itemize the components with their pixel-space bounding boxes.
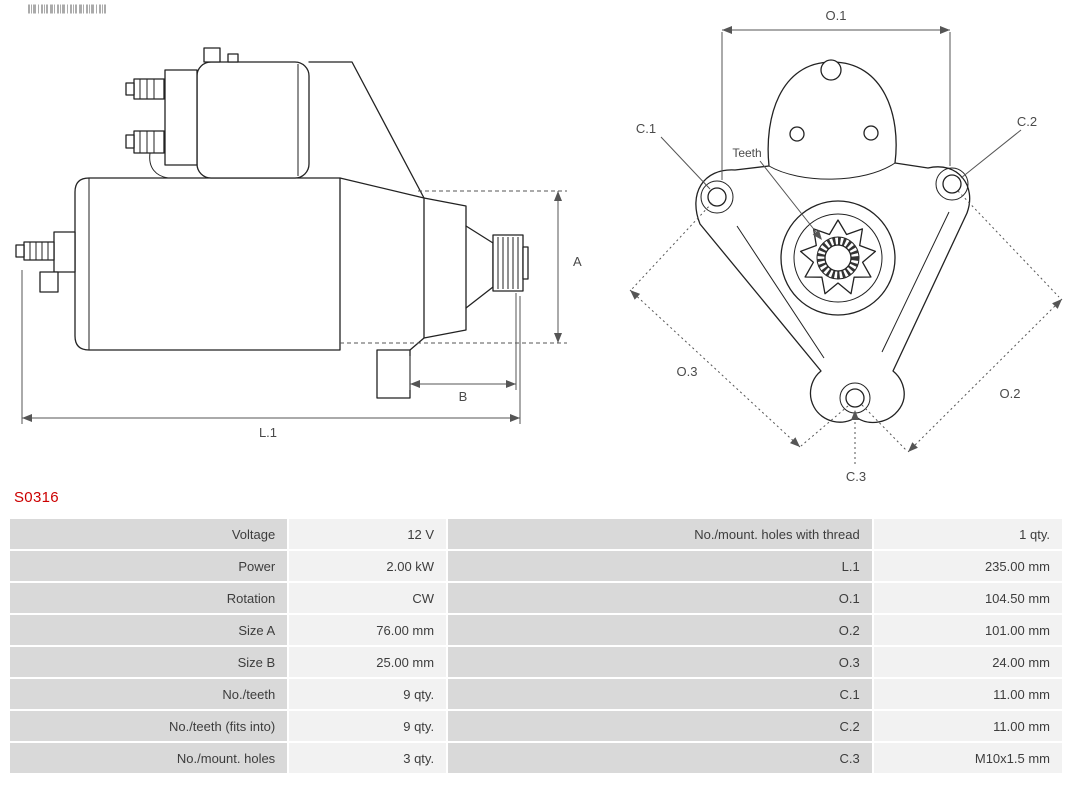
spec-value: 11.00 mm <box>873 711 1062 741</box>
table-row: No./teeth (fits into) 9 qty. C.2 11.00 m… <box>10 711 1062 741</box>
spec-label: C.1 <box>448 679 872 709</box>
spec-label: O.1 <box>448 583 872 613</box>
spec-value: 235.00 mm <box>873 551 1062 581</box>
dim-label-o1: O.1 <box>826 8 847 23</box>
spec-table: Voltage 12 V No./mount. holes with threa… <box>8 517 1064 775</box>
spec-label: C.3 <box>448 743 872 773</box>
dim-label-o3: O.3 <box>677 364 698 379</box>
dim-label-c2: C.2 <box>1017 114 1037 129</box>
spec-value: 1 qty. <box>873 519 1062 549</box>
table-row: Voltage 12 V No./mount. holes with threa… <box>10 519 1062 549</box>
spec-value: 76.00 mm <box>289 615 447 645</box>
spec-label: L.1 <box>448 551 872 581</box>
flange-front-view <box>695 59 971 424</box>
spec-label: O.3 <box>448 647 872 677</box>
spec-value: 9 qty. <box>289 679 447 709</box>
spec-value: M10x1.5 mm <box>873 743 1062 773</box>
spec-label: Voltage <box>10 519 288 549</box>
table-row: Size A 76.00 mm O.2 101.00 mm <box>10 615 1062 645</box>
spec-value: 25.00 mm <box>289 647 447 677</box>
spec-label: C.2 <box>448 711 872 741</box>
spec-label: Power <box>10 551 288 581</box>
spec-label: No./mount. holes <box>10 743 288 773</box>
table-row: Size B 25.00 mm O.3 24.00 mm <box>10 647 1062 677</box>
dim-label-c3: C.3 <box>846 469 866 484</box>
spec-label: No./teeth (fits into) <box>10 711 288 741</box>
part-code: S0316 <box>14 489 59 506</box>
spec-value: 3 qty. <box>289 743 447 773</box>
spec-value: 101.00 mm <box>873 615 1062 645</box>
spec-value: 104.50 mm <box>873 583 1062 613</box>
technical-drawing: A B L.1 <box>15 4 1063 484</box>
dim-label-teeth: Teeth <box>732 146 761 160</box>
dim-label-c1: C.1 <box>636 121 656 136</box>
table-row: No./teeth 9 qty. C.1 11.00 mm <box>10 679 1062 709</box>
spec-label: O.2 <box>448 615 872 645</box>
dim-label-b: B <box>459 389 468 404</box>
spec-label: No./teeth <box>10 679 288 709</box>
spec-value: 9 qty. <box>289 711 447 741</box>
spec-value: CW <box>289 583 447 613</box>
spec-value: 2.00 kW <box>289 551 447 581</box>
side-view-dimensions: A B L.1 <box>21 190 582 440</box>
spec-label: No./mount. holes with thread <box>448 519 872 549</box>
table-row: No./mount. holes 3 qty. C.3 M10x1.5 mm <box>10 743 1062 773</box>
spec-value: 24.00 mm <box>873 647 1062 677</box>
motor-side-view <box>15 47 529 399</box>
dim-label-l1: L.1 <box>259 425 277 440</box>
spec-label: Size B <box>10 647 288 677</box>
dim-label-a: A <box>573 254 582 269</box>
dim-label-o2: O.2 <box>1000 386 1021 401</box>
spec-label: Rotation <box>10 583 288 613</box>
spec-label: Size A <box>10 615 288 645</box>
table-row: Rotation CW O.1 104.50 mm <box>10 583 1062 613</box>
spec-value: 12 V <box>289 519 447 549</box>
table-row: Power 2.00 kW L.1 235.00 mm <box>10 551 1062 581</box>
front-view-dimensions: O.1 C.1 C.2 Teeth O.3 O.2 <box>629 8 1063 484</box>
spec-value: 11.00 mm <box>873 679 1062 709</box>
